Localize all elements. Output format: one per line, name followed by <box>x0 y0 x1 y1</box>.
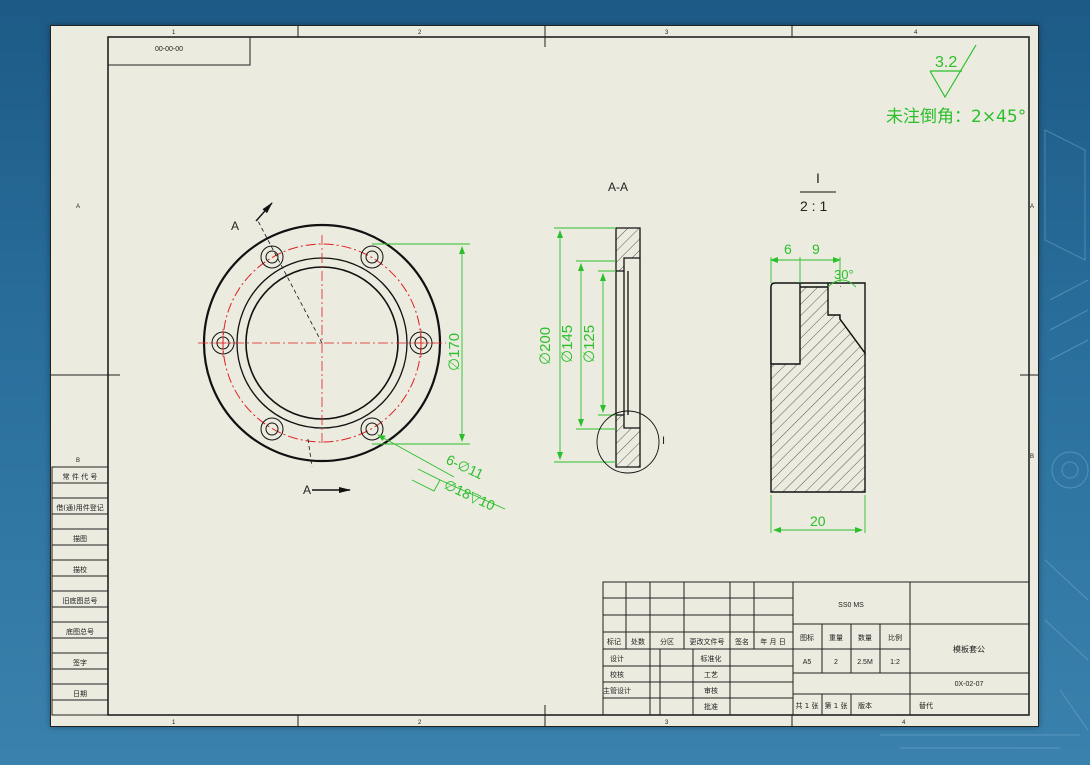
svg-text:重量: 重量 <box>829 634 843 642</box>
svg-text:A5: A5 <box>803 659 812 666</box>
dim-middle-diameter: ∅145 <box>559 325 576 363</box>
svg-text:标记: 标记 <box>607 637 621 646</box>
section-upper-wall <box>615 227 641 272</box>
svg-text:设计: 设计 <box>610 654 624 663</box>
hole-callout-counterbore: ∅18▽10 <box>442 476 498 513</box>
svg-text:审核: 审核 <box>704 686 718 695</box>
sheet-frame <box>50 25 1039 727</box>
zone-bottom-1: 1 <box>172 720 176 726</box>
left-table-row: 签字 <box>73 658 87 667</box>
svg-text:数量: 数量 <box>858 633 872 642</box>
title-block: 标记 处数 分区 更改文件号 签名 年 月 日 设计 校核 主管设计 标准化 工… <box>602 581 1030 716</box>
zone-right-b: B <box>1030 454 1034 460</box>
version-label: 版本 <box>858 701 872 710</box>
drawing-sheet: 1 2 3 4 1 2 3 4 A B A B 00-00-00 3.2 未注倒… <box>50 25 1039 727</box>
dim-groove-offset: 9 <box>812 241 820 257</box>
svg-text:图标: 图标 <box>800 633 814 642</box>
left-table-row: 描图 <box>73 534 87 543</box>
zone-left-b: B <box>76 458 80 464</box>
sheet-number: 第 1 张 <box>825 701 848 710</box>
left-table-row: 常 件 代 号 <box>63 472 98 481</box>
front-view[interactable]: A A ∅170 6-∅11 ∅18▽10 <box>198 202 506 514</box>
left-table-row: 日期 <box>73 690 87 698</box>
zone-labels: 1 2 3 4 1 2 3 4 A B A B <box>76 30 1034 726</box>
corner-code-box: 00-00-00 <box>107 36 251 66</box>
detail-scale: 2 : 1 <box>800 198 827 214</box>
dim-groove-width: 6 <box>784 241 792 257</box>
role-rows: 设计 校核 主管设计 标准化 工艺 审核 批准 <box>603 654 722 711</box>
section-arrow-top <box>255 202 273 222</box>
stage-table: 图标 重量 数量 比例 A5 2 2.5M 1:2 <box>800 633 902 666</box>
svg-text:标准化: 标准化 <box>701 654 722 663</box>
svg-text:比例: 比例 <box>888 633 902 642</box>
section-label-top: A <box>231 219 239 233</box>
svg-text:签名: 签名 <box>735 637 749 646</box>
zone-bottom-2: 2 <box>418 720 422 726</box>
dim-pcd: ∅170 <box>446 333 463 371</box>
replace-label: 替代 <box>919 701 933 710</box>
zone-bottom-3: 3 <box>665 720 669 726</box>
left-table-row: 借(通)用件登记 <box>56 503 103 512</box>
svg-text:处数: 处数 <box>631 637 645 646</box>
section-lower-wall <box>615 414 641 468</box>
svg-text:更改文件号: 更改文件号 <box>690 637 725 646</box>
roughness-value: 3.2 <box>935 54 957 71</box>
section-line <box>257 220 323 344</box>
detail-label: I <box>816 170 820 186</box>
zone-top-3: 3 <box>665 30 669 36</box>
svg-text:2.5M: 2.5M <box>857 659 873 666</box>
svg-text:年 月 日: 年 月 日 <box>760 637 785 646</box>
sheet-total: 共 1 张 <box>796 701 819 710</box>
revision-headers: 标记 处数 分区 更改文件号 签名 年 月 日 <box>607 637 786 646</box>
left-table-row: 描校 <box>73 565 87 574</box>
svg-text:主管设计: 主管设计 <box>603 686 631 695</box>
zone-top-4: 4 <box>914 30 918 36</box>
svg-text:工艺: 工艺 <box>704 671 718 679</box>
detail-groove-outer <box>770 282 801 365</box>
section-title: A-A <box>608 180 628 194</box>
corner-code: 00-00-00 <box>155 46 183 53</box>
section-label-bottom: A <box>303 483 311 497</box>
zone-top-2: 2 <box>418 30 422 36</box>
detail-marker-circle <box>596 410 660 474</box>
material-field: SS0 MS <box>838 602 864 609</box>
dim-overall-width: 20 <box>810 513 826 529</box>
section-view[interactable]: A-A ∅200 ∅145 ∅125 I <box>537 180 665 474</box>
cad-drawing[interactable]: 1 2 3 4 1 2 3 4 A B A B 00-00-00 3.2 未注倒… <box>50 25 1039 727</box>
zone-right-a: A <box>1030 204 1034 210</box>
left-table-row: 旧底图总号 <box>63 596 98 605</box>
detail-marker-label: I <box>662 435 665 447</box>
left-table-row: 底图总号 <box>66 627 94 636</box>
svg-text:校核: 校核 <box>610 670 624 679</box>
chamfer-note: 未注倒角：2×45° <box>886 107 1026 127</box>
zone-top-1: 1 <box>172 30 176 36</box>
svg-text:1:2: 1:2 <box>890 659 900 666</box>
zone-left-a: A <box>76 204 80 210</box>
dim-outer-diameter: ∅200 <box>537 327 554 365</box>
surface-roughness-symbol <box>929 44 977 99</box>
dim-inner-diameter: ∅125 <box>581 325 598 363</box>
detail-view[interactable]: I 2 : 1 6 9 30° 20 <box>770 170 866 533</box>
svg-text:批准: 批准 <box>704 702 718 711</box>
zone-bottom-4: 4 <box>902 720 906 726</box>
drawing-number: 0X-02-07 <box>955 681 984 688</box>
svg-text:2: 2 <box>834 659 838 666</box>
svg-text:分区: 分区 <box>660 637 674 646</box>
left-side-table: 常 件 代 号 借(通)用件登记 描图 描校 旧底图总号 底图总号 签字 日期 <box>51 466 109 716</box>
part-name: 模板套公 <box>953 644 985 654</box>
dim-chamfer-angle: 30° <box>834 267 854 282</box>
